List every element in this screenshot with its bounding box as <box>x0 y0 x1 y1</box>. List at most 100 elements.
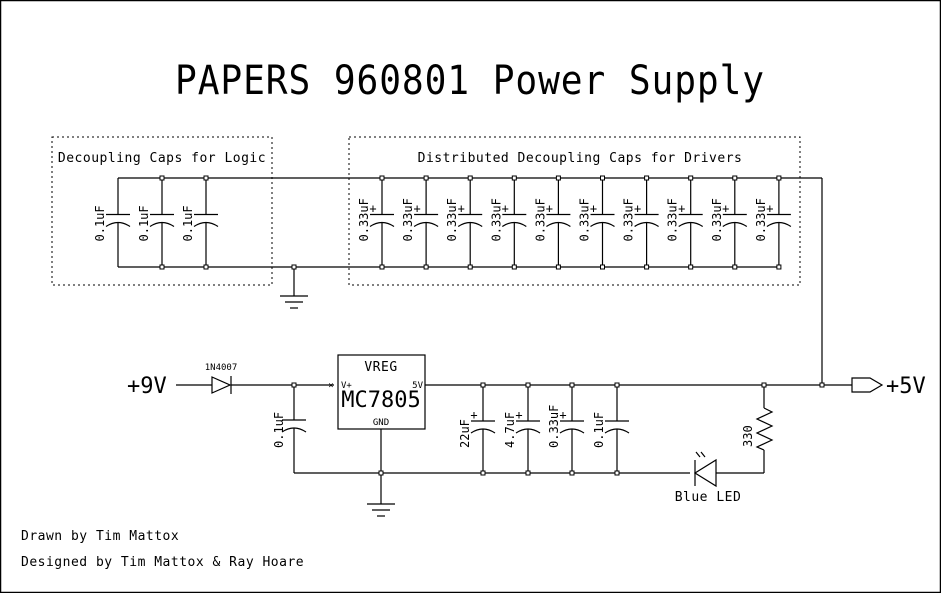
polarity-plus: + <box>634 202 641 216</box>
capacitor: +0.33uF <box>445 175 483 270</box>
capacitor-value: 0.33uF <box>547 405 561 448</box>
capacitor: +0.33uF <box>547 382 585 476</box>
capacitor: +0.33uF <box>401 175 439 270</box>
capacitor: +0.33uF <box>533 175 571 270</box>
output-port-flag <box>851 377 884 393</box>
regulator-pin-out: 5V <box>412 381 423 391</box>
polarity-plus: + <box>515 408 522 422</box>
schematic-title: PAPERS 960801 Power Supply <box>175 58 765 104</box>
capacitor: +0.33uF <box>710 175 748 270</box>
polarity-plus: + <box>722 202 729 216</box>
output-voltage-label: +5V <box>886 374 926 399</box>
junction-node <box>776 264 782 270</box>
junction-node <box>600 264 605 270</box>
capacitor-value: 22uF <box>458 419 472 448</box>
junction-node <box>511 175 517 181</box>
polarity-plus: + <box>413 202 420 216</box>
polarity-plus: + <box>502 202 509 216</box>
logic-caps: 0.1uF 0.1uF 0.1uF <box>93 175 219 270</box>
diode-symbol <box>211 376 232 394</box>
junction-node <box>688 264 694 270</box>
junction-node <box>525 470 531 476</box>
capacitor: 0.1uF <box>93 178 131 267</box>
junction-node <box>600 175 605 181</box>
junction-node <box>525 382 531 388</box>
junction-node <box>379 175 385 181</box>
diode-part-label: 1N4007 <box>205 363 238 373</box>
capacitor: 0.1uF <box>181 175 219 270</box>
driver-caps-group-label: Distributed Decoupling Caps for Drivers <box>418 151 743 166</box>
junction-node <box>159 175 165 181</box>
capacitor-value: 0.33uF <box>533 198 547 241</box>
led-label: Blue LED <box>675 490 742 505</box>
capacitor: +0.33uF <box>754 175 792 270</box>
regulator-pin-gnd: GND <box>373 418 389 428</box>
regulator-name: VREG <box>364 360 397 375</box>
capacitor-value: 0.33uF <box>489 198 503 241</box>
capacitor-value: 0.33uF <box>401 198 415 241</box>
drawn-by-credit: Drawn by Tim Mattox <box>21 529 179 544</box>
junction-node <box>480 470 486 476</box>
junction-node <box>423 175 429 181</box>
input-cap-value: 0.1uF <box>272 412 286 448</box>
capacitor-value: 0.1uF <box>592 412 606 448</box>
junction-node <box>159 264 165 270</box>
capacitor-value: 0.1uF <box>181 205 195 241</box>
junction-node <box>644 175 650 181</box>
capacitor-value: 0.33uF <box>754 198 768 241</box>
junction-node <box>291 264 297 270</box>
junction-node <box>732 175 738 181</box>
junction-node <box>569 470 575 476</box>
junction-node <box>761 382 767 388</box>
junction-node <box>555 175 561 181</box>
regulator-part: MC7805 <box>341 388 420 413</box>
capacitor: +0.33uF <box>666 175 704 270</box>
junction-node <box>511 264 517 270</box>
input-capacitor <box>281 385 307 473</box>
junction-node <box>569 382 575 388</box>
capacitor-value: 0.33uF <box>666 198 680 241</box>
ground-symbol-bottom <box>367 503 395 517</box>
junction-node <box>776 175 782 181</box>
capacitor: 0.1uF <box>137 175 175 270</box>
logic-caps-group-label: Decoupling Caps for Logic <box>58 151 266 166</box>
junction-node <box>644 264 650 270</box>
capacitor: +0.33uF <box>357 175 395 270</box>
polarity-plus: + <box>369 202 376 216</box>
junction-node <box>378 470 384 476</box>
input-voltage-label: +9V <box>127 374 167 399</box>
ground-symbol-top <box>280 267 308 309</box>
junction-node <box>688 175 694 181</box>
junction-node <box>614 470 620 476</box>
junction-node <box>467 264 473 270</box>
resistor-symbol <box>716 385 774 474</box>
polarity-plus: + <box>766 202 773 216</box>
capacitor-value: 0.1uF <box>93 205 107 241</box>
driver-caps: +0.33uF+0.33uF+0.33uF+0.33uF+0.33uF+0.33… <box>357 175 792 270</box>
capacitor-value: 4.7uF <box>503 412 517 448</box>
junction-node <box>203 175 209 181</box>
capacitor: +4.7uF <box>503 382 541 476</box>
polarity-plus: + <box>559 408 566 422</box>
junction-node <box>555 264 561 270</box>
capacitor: +0.33uF <box>489 175 527 270</box>
led-symbol <box>693 451 717 488</box>
capacitor-value: 0.33uF <box>445 198 459 241</box>
resistor-value: 330 <box>741 425 755 447</box>
polarity-plus: + <box>458 202 465 216</box>
capacitor-value: 0.33uF <box>578 198 592 241</box>
junction-node <box>732 264 738 270</box>
capacitor: +0.33uF <box>578 175 615 270</box>
junction-node <box>379 264 385 270</box>
junction-node <box>480 382 486 388</box>
capacitor-value: 0.33uF <box>710 198 724 241</box>
capacitor: +22uF <box>458 382 496 476</box>
capacitor-value: 0.1uF <box>137 205 151 241</box>
driver-caps-group-box <box>348 136 801 286</box>
junction-node <box>203 264 209 270</box>
junction-node <box>423 264 429 270</box>
junction-node <box>467 175 473 181</box>
